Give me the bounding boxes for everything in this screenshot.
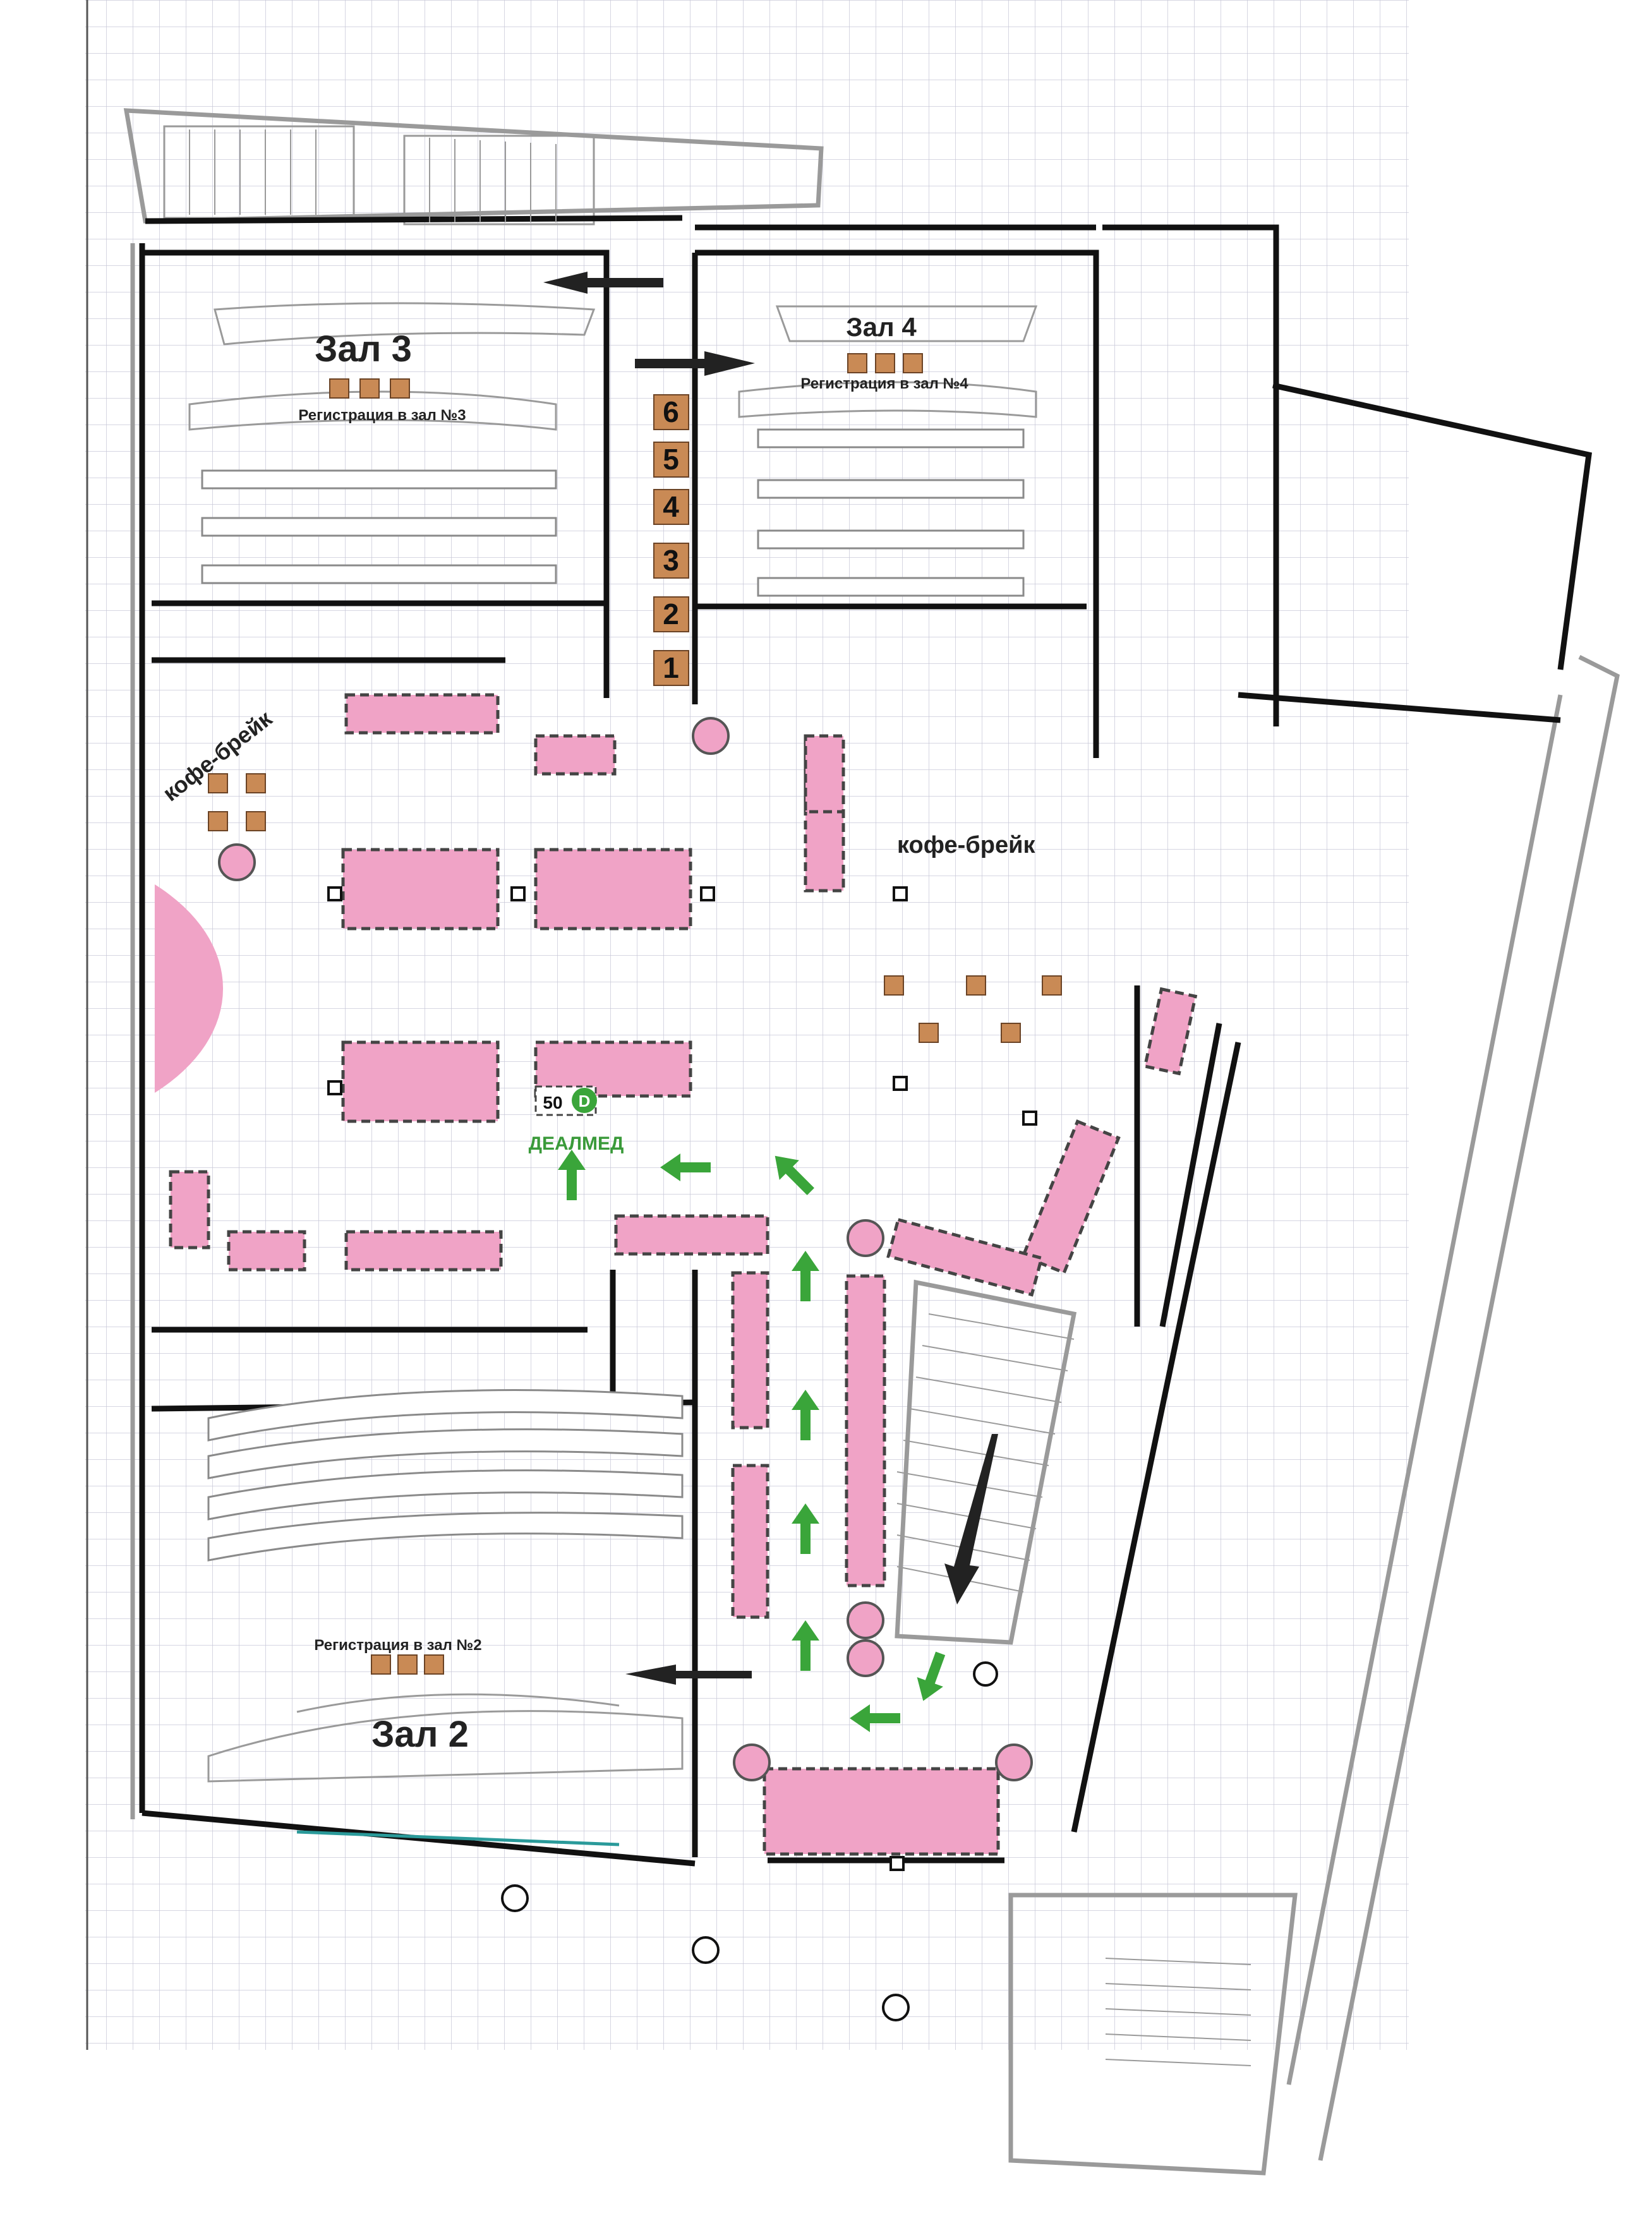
booth-number-5: 5 bbox=[663, 443, 679, 476]
booth-number-2: 2 bbox=[663, 598, 679, 630]
stair-treads bbox=[189, 129, 1251, 2066]
dealmed-logo-letter: D bbox=[579, 1092, 591, 1111]
booth-number-3: 3 bbox=[663, 544, 679, 577]
numbered-booths: 6 5 4 3 2 1 bbox=[653, 394, 689, 686]
exhibition-booths bbox=[154, 693, 1198, 1856]
seating-zal4 bbox=[738, 305, 1038, 597]
registration-desks bbox=[208, 353, 1062, 1675]
seating-zal3 bbox=[188, 302, 596, 584]
booth-number-4: 4 bbox=[663, 490, 679, 523]
dealmed-logo-icon bbox=[572, 1088, 597, 1113]
hall-4-title: Зал 4 bbox=[846, 312, 917, 342]
walls bbox=[123, 108, 1620, 2176]
booth-number-1: 1 bbox=[663, 651, 679, 684]
sponsor-booth-50: 50 D ДЕАЛМЕД bbox=[529, 1085, 624, 1154]
hall-2-title: Зал 2 bbox=[371, 1714, 469, 1755]
grid-background bbox=[85, 0, 1409, 2050]
registration-zal2: Регистрация в зал №2 bbox=[314, 1637, 481, 1654]
sponsor-name: ДЕАЛМЕД bbox=[529, 1133, 624, 1154]
registration-zal3: Регистрация в зал №3 bbox=[298, 407, 466, 424]
sponsor-number: 50 bbox=[543, 1093, 562, 1112]
registration-zal4: Регистрация в зал №4 bbox=[800, 375, 968, 392]
coffee-break-right: кофе-брейк bbox=[897, 832, 1035, 858]
columns bbox=[327, 886, 1037, 2021]
black-arrows bbox=[543, 272, 998, 1685]
seating-zal2 bbox=[207, 1389, 684, 1846]
hall-3-title: Зал 3 bbox=[315, 328, 412, 370]
booth-number-6: 6 bbox=[663, 395, 679, 428]
round-tables bbox=[218, 717, 1033, 1781]
